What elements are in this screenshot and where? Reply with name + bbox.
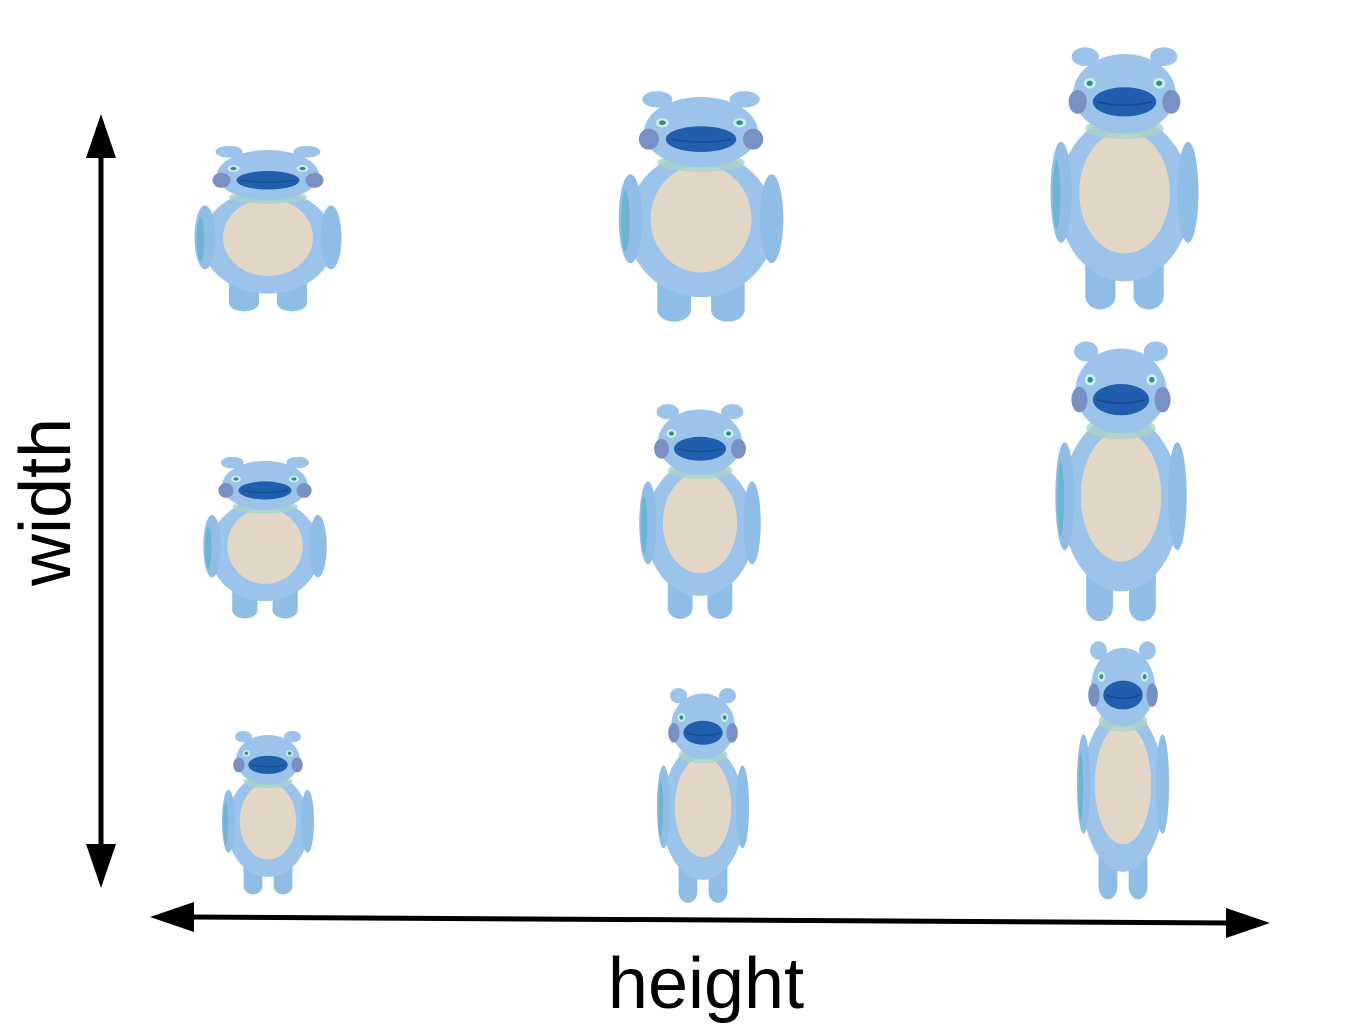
bear-icon: [193, 144, 343, 313]
bear-icon: [617, 90, 785, 323]
horizontal-axis-label: height: [608, 944, 804, 1024]
bear-icon: [202, 456, 328, 620]
bear-icon: [638, 403, 762, 620]
horizontal-arrow: [150, 902, 1270, 938]
vertical-axis-label: width: [6, 418, 86, 587]
bear-icon: [1076, 640, 1170, 901]
bear-icon: [1049, 46, 1200, 311]
arrow-head-left: [150, 902, 194, 932]
vertical-arrow: [86, 114, 116, 888]
arrow-head-down: [86, 844, 116, 888]
bear-icon: [656, 687, 750, 904]
arrow-head-right: [1226, 908, 1270, 938]
bear-icon: [221, 730, 315, 895]
bear-icon: [1054, 340, 1188, 623]
arrow-head-up: [86, 114, 116, 158]
